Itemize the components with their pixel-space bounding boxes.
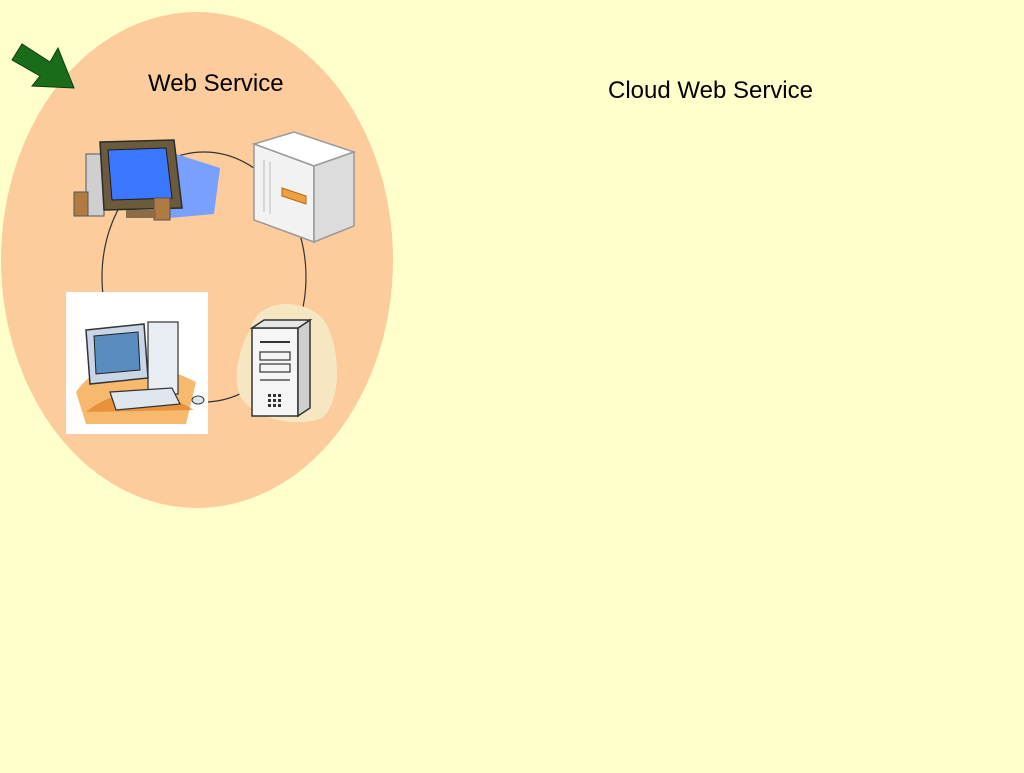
web-service-title: Web Service xyxy=(148,70,284,97)
workstation-clipart-icon xyxy=(66,292,208,434)
web-service-cloud-server-icon xyxy=(236,304,338,423)
entry-arrow-icon xyxy=(11,43,75,89)
desktop-computer-icon xyxy=(73,139,220,221)
cloud-web-service-title: Cloud Web Service xyxy=(608,77,813,104)
web-server-icon xyxy=(253,131,355,243)
